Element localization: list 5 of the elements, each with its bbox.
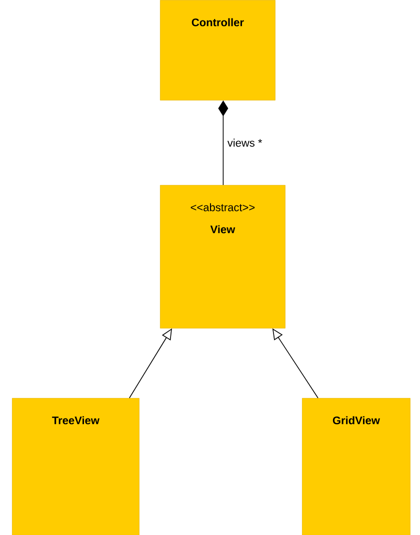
edge-label: views * <box>226 138 264 148</box>
class-box: GridView <box>302 398 410 535</box>
class-box: Controller <box>160 0 276 100</box>
class-box: TreeView <box>12 398 140 535</box>
class-box: <<abstract>> View <box>160 185 286 328</box>
